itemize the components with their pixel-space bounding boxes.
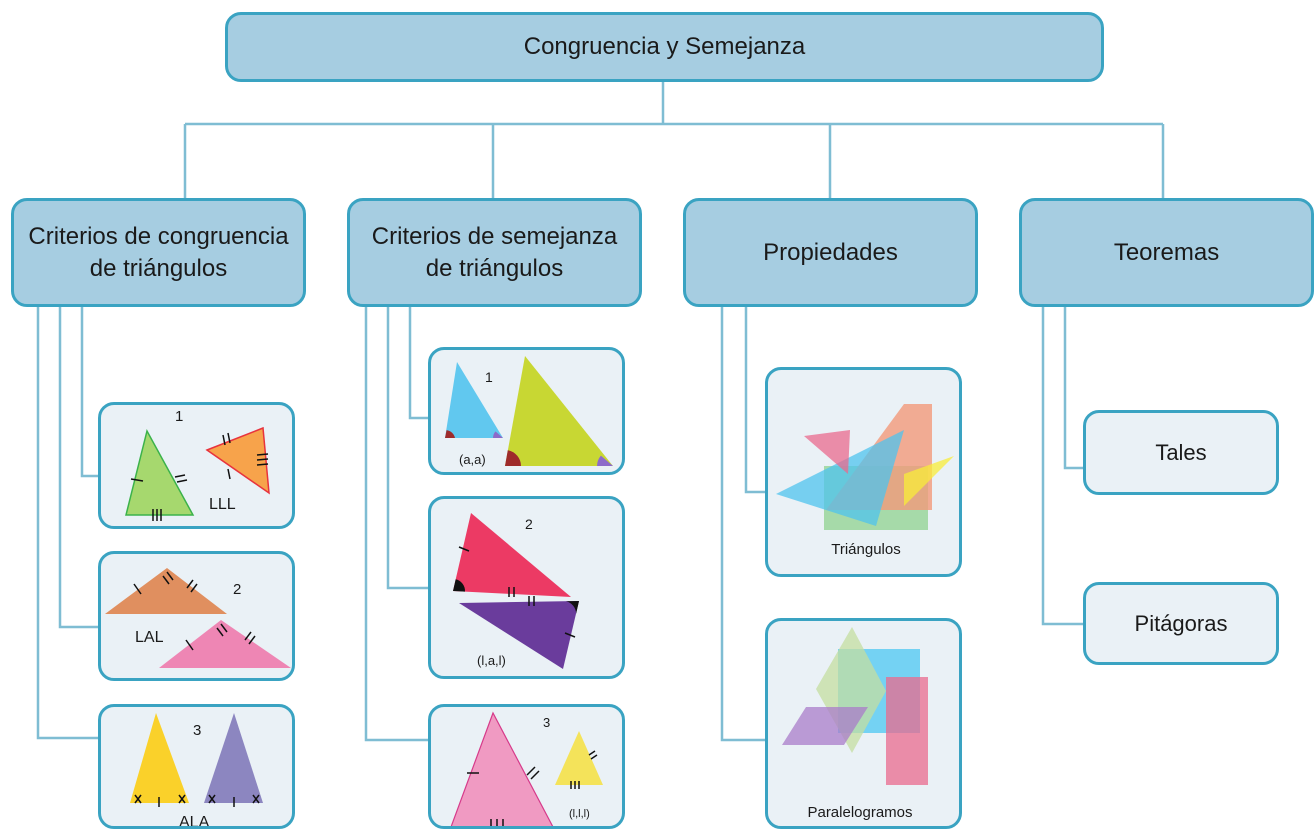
congruencia-card-2-label: LAL — [135, 629, 164, 646]
teorema-tales: Tales — [1083, 410, 1279, 495]
congruencia-lal-illustration: 2 LAL — [105, 568, 291, 668]
diagram-title: Congruencia y Semejanza — [523, 33, 806, 61]
congruencia-card-2-number: 2 — [233, 581, 241, 598]
semejanza-card-lal: 2 (l,a,l) — [428, 496, 625, 679]
category-semejanza-line2: de triángulos — [425, 254, 564, 282]
triangulos-illustration: Triángulos — [776, 404, 954, 558]
congruencia-lll-illustration: 1 LLL — [125, 408, 270, 521]
teorema-pitagoras: Pitágoras — [1083, 582, 1279, 665]
semejanza-card-3-label: (l,l,l) — [569, 808, 590, 820]
propiedades-card-2-label: Paralelogramos — [807, 804, 912, 821]
category-congruencia: Criterios de congruencia de triángulos — [11, 198, 306, 307]
category-congruencia-line1: Criterios de congruencia — [28, 223, 289, 251]
paralelogramos-illustration: Paralelogramos — [782, 627, 928, 821]
category-teoremas: Teoremas — [1019, 198, 1314, 307]
congruencia-card-3-label: ALA — [179, 814, 210, 829]
semejanza-card-aa: 1 (a,a) — [428, 347, 625, 475]
category-propiedades-label: Propiedades — [763, 238, 898, 266]
semejanza-card-2-label: (l,a,l) — [477, 653, 506, 668]
congruencia-card-1-number: 1 — [175, 408, 183, 425]
category-teoremas-label: Teoremas — [1113, 238, 1220, 266]
semejanza-card-lll: 3 (l,l,l) — [428, 704, 625, 829]
semejanza-card-2-number: 2 — [525, 516, 533, 532]
congruencia-card-lll: 1 LLL — [98, 402, 295, 529]
congruencia-card-1-label: LLL — [209, 496, 236, 513]
congruencia-card-3-number: 3 — [193, 722, 201, 739]
semejanza-card-3-number: 3 — [543, 715, 550, 730]
congruencia-ala-illustration: 3 ALA — [130, 713, 263, 829]
propiedades-card-1-label: Triángulos — [831, 541, 900, 558]
congruencia-card-ala: 3 ALA — [98, 704, 295, 829]
category-congruencia-line2: de triángulos — [89, 254, 228, 282]
category-semejanza: Criterios de semejanza de triángulos — [347, 198, 642, 307]
teorema-pitagoras-label: Pitágoras — [1134, 610, 1228, 636]
propiedades-card-triangulos: Triángulos — [765, 367, 962, 577]
propiedades-card-paralelogramos: Paralelogramos — [765, 618, 962, 829]
semejanza-aa-illustration: 1 (a,a) — [445, 356, 613, 467]
semejanza-card-1-number: 1 — [485, 369, 493, 385]
congruencia-card-lal: 2 LAL — [98, 551, 295, 681]
category-semejanza-line1: Criterios de semejanza — [371, 223, 618, 251]
teorema-tales-label: Tales — [1155, 439, 1207, 465]
semejanza-card-1-label: (a,a) — [459, 452, 486, 467]
title-box: Congruencia y Semejanza — [225, 12, 1104, 82]
semejanza-lal-illustration: 2 (l,a,l) — [453, 513, 579, 669]
category-propiedades: Propiedades — [683, 198, 978, 307]
semejanza-lll-illustration: 3 (l,l,l) — [450, 711, 603, 826]
